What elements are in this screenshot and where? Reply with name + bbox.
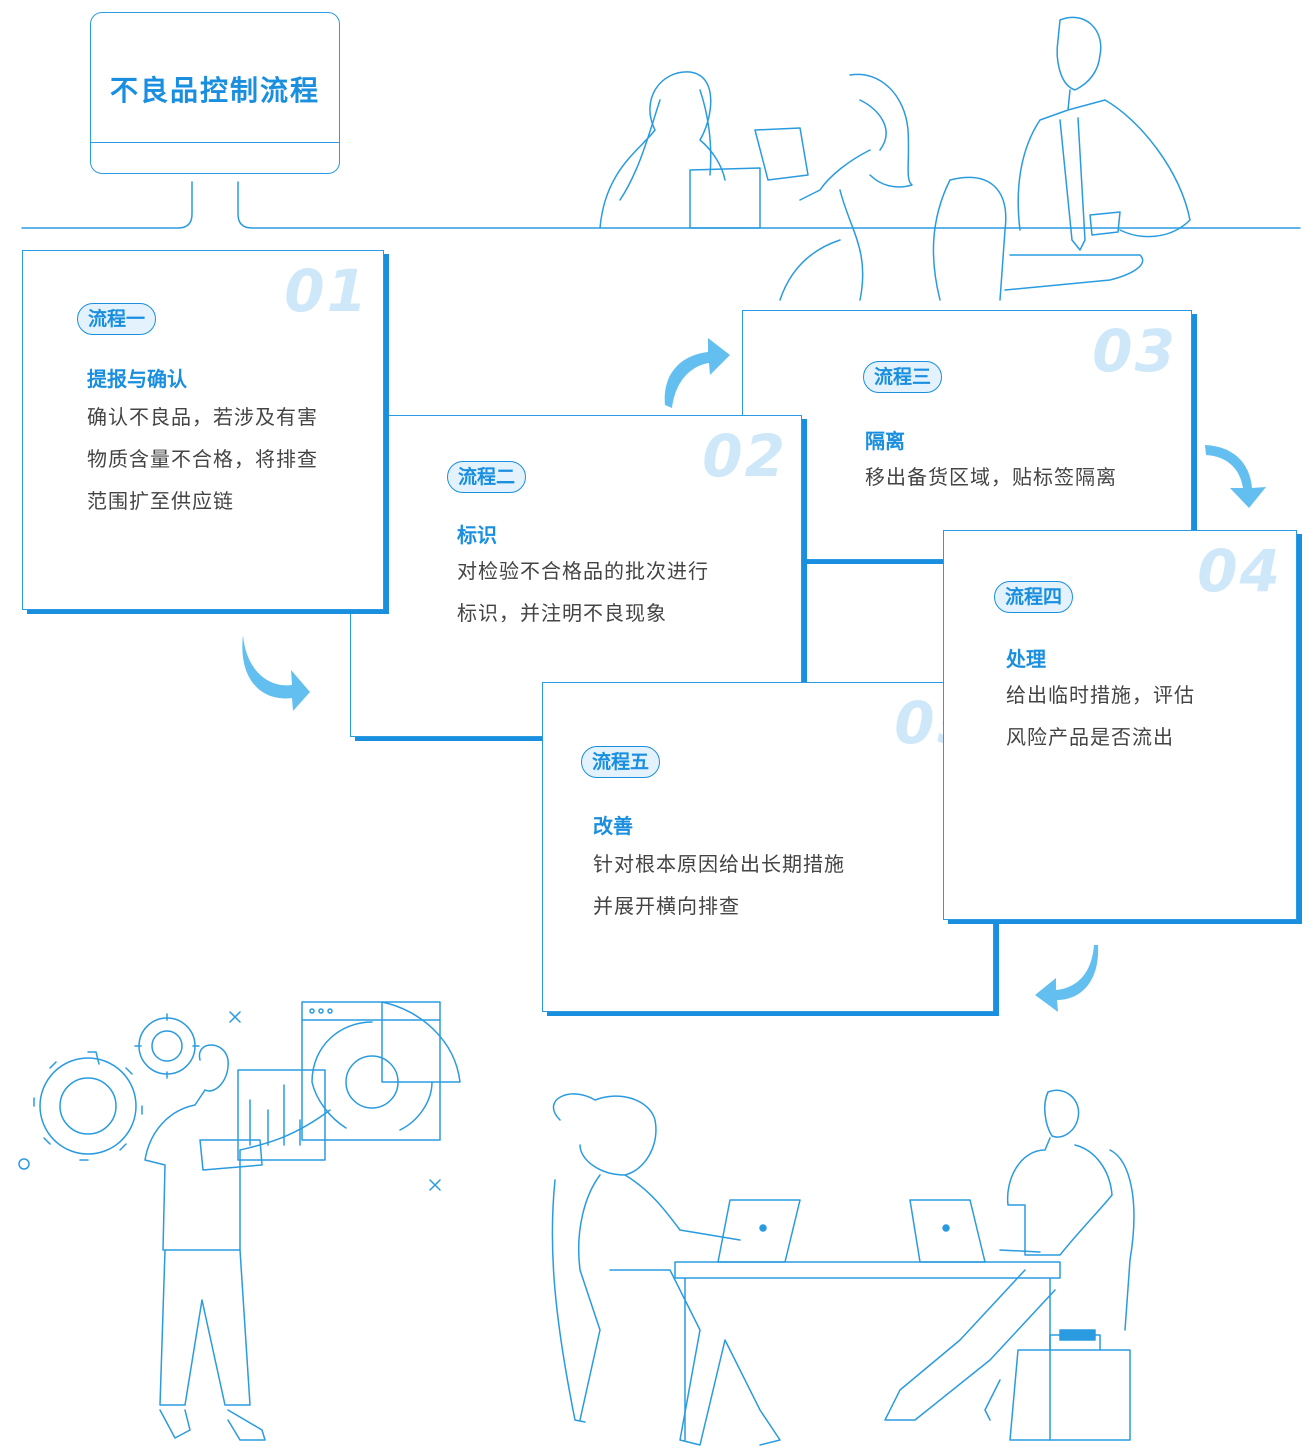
step-description-line: 物质含量不合格，将排查 (87, 447, 318, 471)
step-number: 01 (284, 257, 369, 325)
step-heading: 改善 (593, 814, 633, 838)
step-description: 对检验不合格品的批次进行 标识，并注明不良现象 (457, 550, 709, 634)
title-monitor: 不良品控制流程 (90, 12, 340, 174)
step-description-line: 确认不良品，若涉及有害 (87, 405, 318, 429)
person-man-top-right (1056, 16, 1102, 91)
step-label-pill: 流程五 (581, 746, 661, 778)
step-description-line: 标识，并注明不良现象 (457, 601, 667, 625)
arrow-02-to-03-icon (664, 338, 730, 408)
step-label-pill: 流程四 (994, 581, 1074, 613)
person-woman-top-center (849, 73, 913, 188)
step-description-line: 针对根本原因给出长期措施 (593, 852, 845, 876)
step-label-pill: 流程一 (77, 303, 157, 335)
step-number: 04 (1197, 537, 1282, 605)
person-man-gears (18, 1001, 461, 1441)
monitor-bottom-bar (91, 142, 339, 173)
step-card-04: 04 流程四 处理 给出临时措施，评估 风险产品是否流出 (943, 530, 1297, 920)
step-description-line: 对检验不合格品的批次进行 (457, 559, 709, 583)
step-description: 针对根本原因给出长期措施 并展开横向排查 (593, 843, 845, 927)
step-heading: 隔离 (865, 429, 905, 453)
step-description-line: 范围扩至供应链 (87, 489, 234, 513)
arrow-01-to-02-icon (242, 635, 310, 711)
step-description: 确认不良品，若涉及有害 物质含量不合格，将排查 范围扩至供应链 (87, 396, 318, 522)
step-label-pill: 流程三 (863, 361, 943, 393)
step-description: 给出临时措施，评估 风险产品是否流出 (1006, 674, 1195, 758)
step-description-line: 并展开横向排查 (593, 894, 740, 918)
step-card-05: 05 流程五 改善 针对根本原因给出长期措施 并展开横向排查 (542, 682, 994, 1012)
page-title: 不良品控制流程 (109, 74, 320, 107)
step-description-line: 移出备货区域，贴标签隔离 (865, 465, 1117, 489)
step-heading: 处理 (1006, 647, 1046, 671)
person-woman-top-left (599, 71, 726, 229)
arrow-03-to-04-icon (1205, 445, 1266, 508)
step-heading: 提报与确认 (87, 367, 187, 391)
step-description-line: 风险产品是否流出 (1006, 725, 1174, 749)
step-number: 03 (1092, 317, 1177, 385)
step-heading: 标识 (457, 523, 497, 547)
people-at-desk (551, 1089, 1135, 1446)
arrow-04-to-05-icon (1035, 945, 1099, 1012)
step-card-01: 01 流程一 提报与确认 确认不良品，若涉及有害 物质含量不合格，将排查 范围扩… (22, 250, 384, 610)
step-card-03: 03 流程三 隔离 移出备货区域，贴标签隔离 (742, 310, 1192, 560)
step-description: 移出备货区域，贴标签隔离 (865, 456, 1117, 498)
step-number: 02 (702, 422, 787, 490)
step-label-pill: 流程二 (447, 461, 527, 493)
step-description-line: 给出临时措施，评估 (1006, 683, 1195, 707)
